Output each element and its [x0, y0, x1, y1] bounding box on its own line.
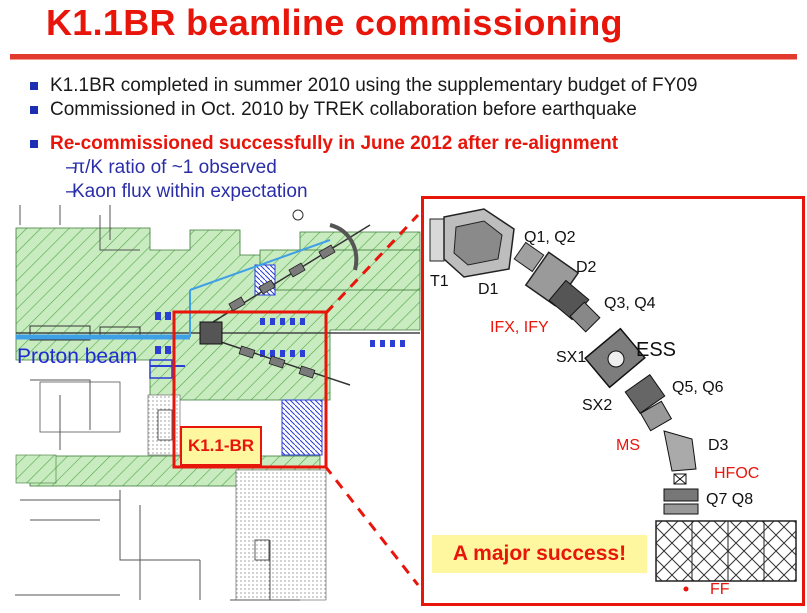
ff-label: FF: [710, 581, 730, 598]
bullet-highlight: Re-commissioned successfully in June 201…: [30, 132, 697, 156]
slide-title: K1.1BR beamline commissioning: [46, 2, 623, 43]
title-underline: [10, 54, 797, 60]
proton-beam-label: Proton beam: [17, 345, 138, 368]
hfoc-label: HFOC: [714, 465, 760, 482]
ess-label: ESS: [636, 339, 677, 361]
sx1-label: SX1: [556, 349, 587, 366]
sub-bullet: –π/K ratio of ~1 observed: [66, 157, 277, 178]
bullet-square-icon: [30, 106, 38, 114]
d2-label: D2: [576, 259, 597, 276]
q7q8-label: Q7 Q8: [706, 491, 754, 508]
t1-label: T1: [430, 273, 449, 290]
beamline-elements-drawing: [429, 208, 797, 592]
major-success-callout: A major success!: [432, 535, 647, 573]
q1q2-label: Q1, Q2: [524, 229, 576, 246]
bullet-square-icon: [30, 140, 38, 148]
k11-br-label: K1.1-BR: [180, 426, 262, 466]
bullet-list: K1.1BR completed in summer 2010 using th…: [30, 74, 697, 204]
ms-label: MS: [616, 437, 640, 454]
q5q6-label: Q5, Q6: [672, 379, 724, 396]
d1-label: D1: [478, 281, 499, 298]
bullet-square-icon: [30, 82, 38, 90]
sx2-label: SX2: [582, 397, 613, 414]
bullet-item: K1.1BR completed in summer 2010 using th…: [30, 74, 697, 98]
ifx-ify-label: IFX, IFY: [490, 319, 549, 336]
q3q4-label: Q3, Q4: [604, 295, 656, 312]
sub-bullet: –Kaon flux within expectation: [66, 181, 308, 202]
d3-label: D3: [708, 437, 729, 454]
bullet-item: Commissioned in Oct. 2010 by TREK collab…: [30, 98, 697, 122]
